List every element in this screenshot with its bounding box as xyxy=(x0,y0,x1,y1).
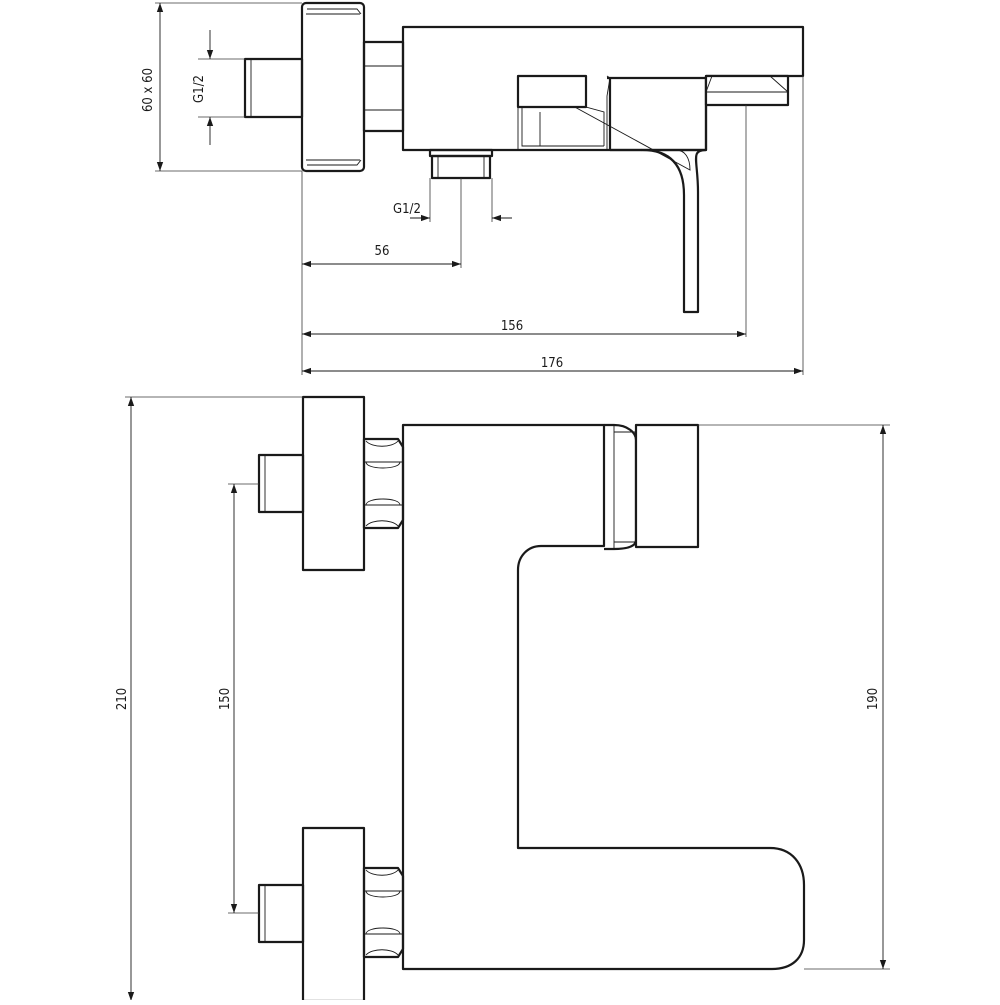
side-view: 60 x 60 G1/2 G1/2 56 156 176 xyxy=(141,1,805,375)
diverter-knob-side xyxy=(704,74,790,107)
inlet-stub xyxy=(243,57,304,119)
upper-rosette xyxy=(301,395,366,572)
lower-rosette xyxy=(301,826,366,1003)
label-dim-176: 176 xyxy=(541,356,563,371)
mixer-body-plan xyxy=(401,423,806,971)
upper-hex-nut xyxy=(362,437,405,530)
plan-extension-lines xyxy=(125,396,890,1002)
side-extension-lines xyxy=(155,2,804,375)
label-inlet-square: 60 x 60 xyxy=(141,68,156,112)
plan-dimensions xyxy=(127,397,887,1001)
label-dim-150: 150 xyxy=(218,688,233,710)
connector xyxy=(362,40,405,133)
label-dim-210: 210 xyxy=(115,688,130,710)
label-outlet-thread: G1/2 xyxy=(393,202,421,217)
label-dim-190: 190 xyxy=(866,688,881,710)
wall-rosette xyxy=(300,1,366,173)
outlet-nut xyxy=(428,148,494,180)
plan-dimension-labels: 210 150 190 xyxy=(115,688,881,710)
lower-hex-nut xyxy=(362,866,405,959)
lower-inlet-stub xyxy=(257,883,305,944)
side-dimensions xyxy=(156,3,803,375)
label-dim-156: 156 xyxy=(501,319,523,334)
label-dim-56: 56 xyxy=(375,244,390,259)
lever-side xyxy=(516,74,708,314)
label-inlet-thread: G1/2 xyxy=(192,75,207,103)
plan-view: 210 150 190 xyxy=(115,395,890,1003)
lever-plan xyxy=(604,423,700,551)
upper-inlet-stub xyxy=(257,453,305,514)
side-dimension-labels: 60 x 60 G1/2 G1/2 56 156 176 xyxy=(141,68,563,371)
